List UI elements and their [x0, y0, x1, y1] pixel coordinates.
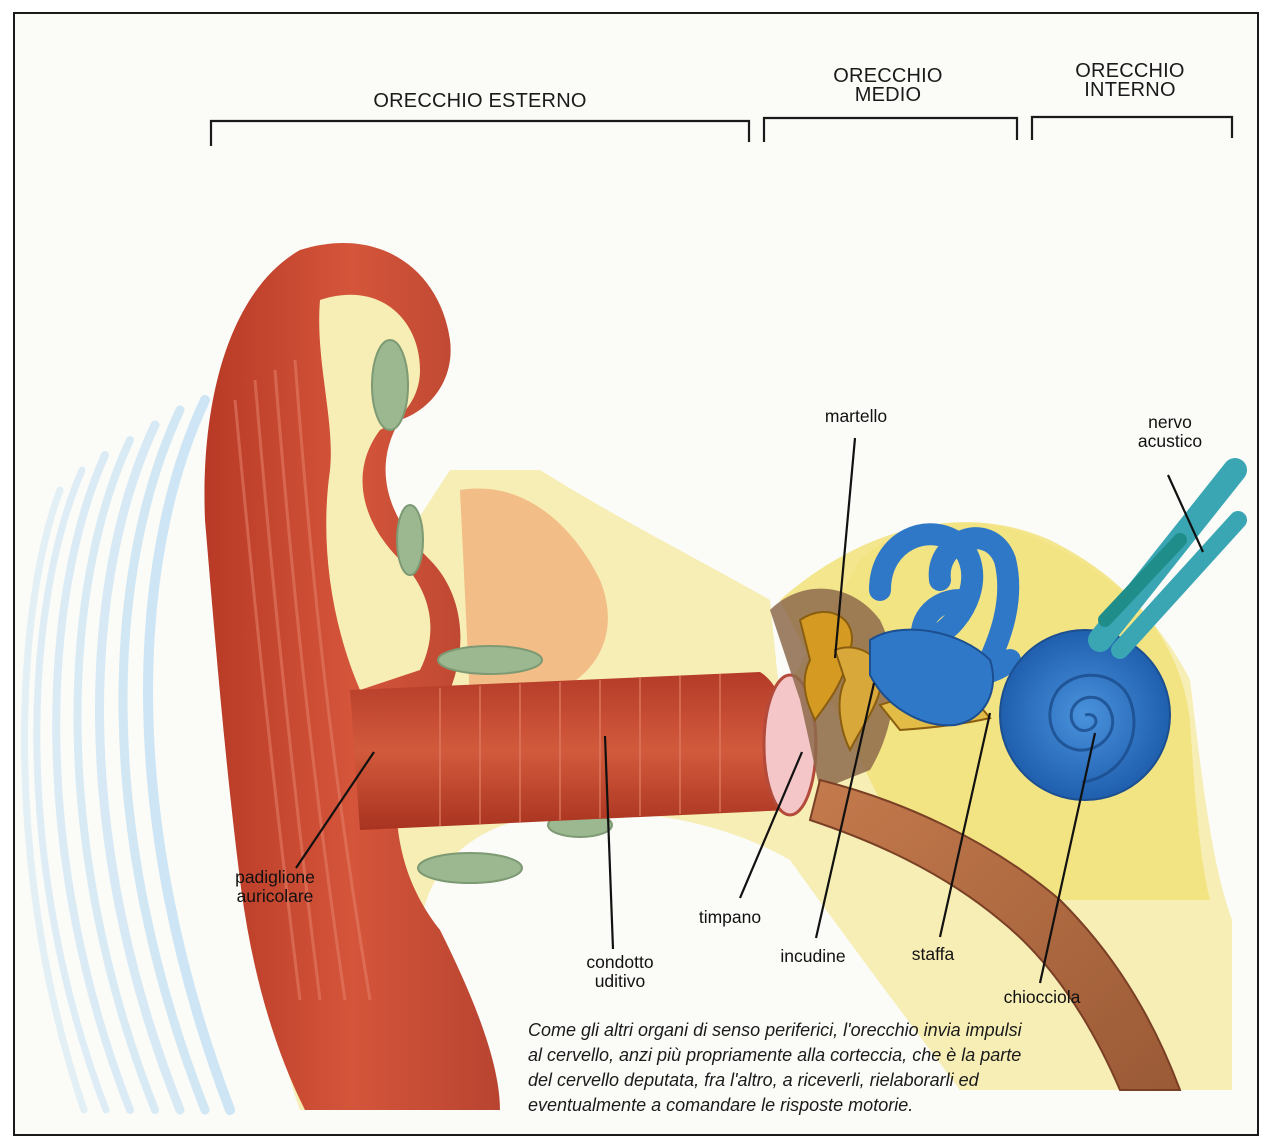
- label-padiglione-auricolare-line-2: auricolare: [215, 887, 335, 906]
- ear-canal: [350, 672, 794, 830]
- label-nervo-acustico-line-1: nervo: [1115, 413, 1225, 432]
- label-padiglione-auricolare: padiglione auricolare: [215, 868, 335, 906]
- figure-caption: Come gli altri organi di senso periferic…: [528, 1018, 1108, 1118]
- heading-outer-ear: ORECCHIO ESTERNO: [300, 92, 660, 111]
- caption-line-1: Come gli altri organi di senso periferic…: [528, 1018, 1108, 1043]
- label-chiocciola: chiocciola: [982, 988, 1102, 1007]
- heading-middle-ear-line-2: MEDIO: [788, 86, 988, 105]
- heading-middle-ear: ORECCHIO MEDIO: [788, 67, 988, 105]
- caption-line-2: al cervello, anzi più propriamente alla …: [528, 1043, 1108, 1068]
- bracket-inner-ear: [1032, 117, 1232, 140]
- label-incudine-line-1: incudine: [758, 947, 868, 966]
- label-chiocciola-line-1: chiocciola: [982, 988, 1102, 1007]
- label-condotto-uditivo-line-2: uditivo: [565, 972, 675, 991]
- acoustic-nerve: [1100, 470, 1238, 650]
- label-condotto-uditivo: condotto uditivo: [565, 953, 675, 991]
- sound-waves: [25, 400, 230, 1110]
- label-timpano: timpano: [680, 908, 780, 927]
- label-timpano-line-1: timpano: [680, 908, 780, 927]
- bracket-outer-ear: [211, 121, 749, 146]
- heading-inner-ear: ORECCHIO INTERNO: [1030, 62, 1230, 100]
- heading-inner-ear-line-2: INTERNO: [1030, 81, 1230, 100]
- heading-outer-ear-line-1: ORECCHIO ESTERNO: [300, 92, 660, 111]
- caption-line-4: eventualmente a comandare le risposte mo…: [528, 1093, 1108, 1118]
- label-nervo-acustico: nervo acustico: [1115, 413, 1225, 451]
- label-condotto-uditivo-line-1: condotto: [565, 953, 675, 972]
- label-martello-line-1: martello: [796, 407, 916, 426]
- label-padiglione-auricolare-line-1: padiglione: [215, 868, 335, 887]
- label-staffa-line-1: staffa: [888, 945, 978, 964]
- bracket-middle-ear: [764, 118, 1017, 142]
- caption-line-3: del cervello deputata, fra l'altro, a ri…: [528, 1068, 1108, 1093]
- label-incudine: incudine: [758, 947, 868, 966]
- label-martello: martello: [796, 407, 916, 426]
- label-staffa: staffa: [888, 945, 978, 964]
- label-nervo-acustico-line-2: acustico: [1115, 432, 1225, 451]
